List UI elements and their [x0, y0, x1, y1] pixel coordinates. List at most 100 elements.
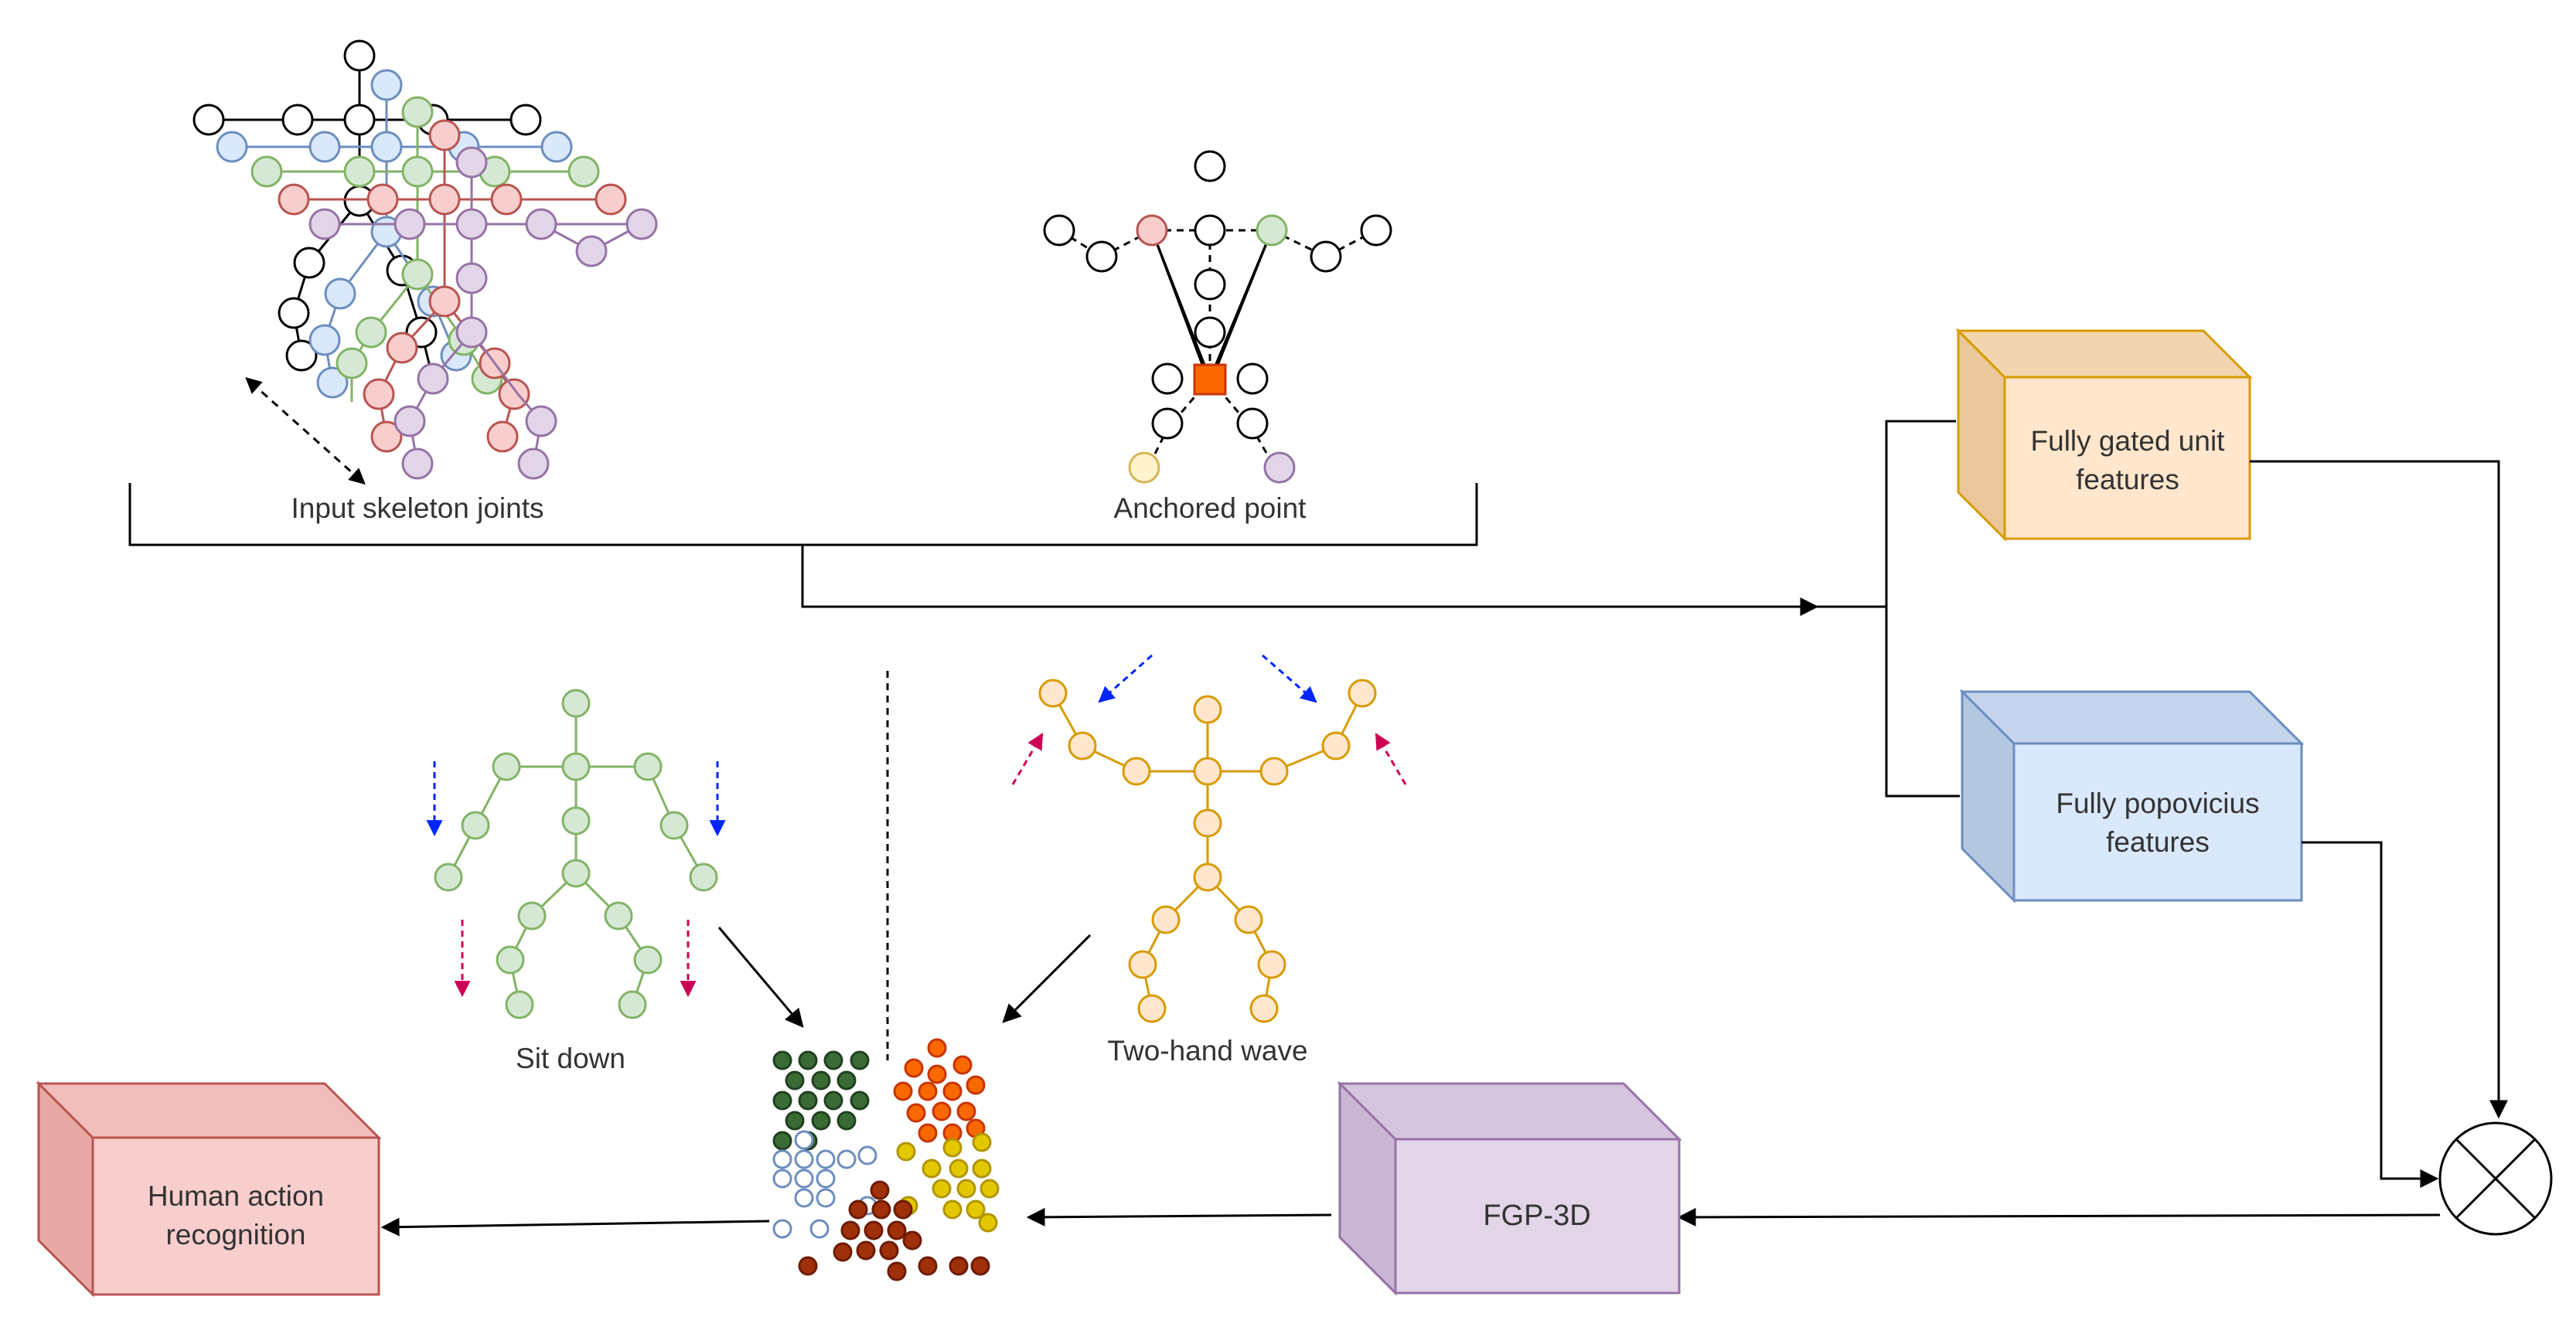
cluster-point [966, 1199, 986, 1220]
cluster-point [823, 1050, 843, 1070]
cluster-point [772, 1169, 792, 1189]
cluster-point [970, 1256, 990, 1276]
multiply-operator-icon [2438, 1121, 2553, 1236]
cluster-point [887, 1261, 907, 1281]
purple-skeleton [308, 146, 658, 480]
cluster-point [942, 1081, 963, 1101]
cluster-point [902, 1230, 922, 1250]
cluster-point [906, 1103, 926, 1123]
cluster-point [772, 1149, 792, 1169]
cluster-point [904, 1058, 924, 1078]
cluster-point [952, 1055, 973, 1075]
cluster-point [837, 1149, 857, 1169]
multiply-to-fgp-arrow [1677, 1207, 2441, 1227]
cluster-point [772, 1131, 792, 1151]
cluster-point [932, 1179, 952, 1199]
feature-branch-lines [1817, 420, 1960, 798]
cluster-point [816, 1188, 836, 1208]
cluster-point [927, 1038, 947, 1058]
cluster-point [918, 1081, 938, 1101]
cluster-point [949, 1256, 969, 1276]
clusters-to-har-arrow [380, 1217, 770, 1237]
cluster-point [798, 1256, 818, 1276]
sit-down-motion-arrows [426, 761, 726, 998]
popovicius-label-line2: features [2106, 826, 2210, 858]
two-hand-wave-motion-arrows [1011, 654, 1407, 785]
anchored-point-label: Anchored point [1114, 492, 1307, 524]
cluster-point [848, 1199, 868, 1220]
double-headed-dashed-arrow [245, 377, 366, 485]
input-bracket [128, 483, 1819, 616]
cluster-point [798, 1091, 818, 1111]
cluster-point [840, 1220, 860, 1240]
har-label-line2: recognition [165, 1219, 305, 1250]
cluster-point [932, 1101, 952, 1121]
cluster-point [949, 1159, 969, 1179]
cluster-orange [893, 1038, 986, 1143]
cluster-point [896, 1142, 916, 1162]
action-clusters [772, 1038, 1000, 1281]
cluster-point [833, 1242, 853, 1262]
cluster-point [856, 1240, 876, 1261]
cluster-point [864, 1220, 884, 1240]
cluster-point [772, 1219, 792, 1239]
cluster-point [972, 1132, 992, 1152]
cluster-point [870, 1180, 890, 1200]
cluster-point [823, 1091, 843, 1111]
cluster-point [785, 1111, 805, 1131]
two-hand-wave-skeleton [1038, 679, 1377, 1023]
popovicius-label-line1: Fully popovicius [2056, 788, 2259, 819]
red-skeleton [278, 119, 627, 453]
cluster-point [837, 1111, 857, 1131]
cluster-point [837, 1070, 857, 1091]
cluster-point [978, 1213, 998, 1233]
black-skeleton [193, 39, 542, 379]
cluster-point [816, 1169, 836, 1189]
anchored-point-skeleton [1043, 150, 1392, 484]
cluster-point [871, 1199, 891, 1220]
fgp-3d-box [1337, 1080, 1682, 1296]
cluster-yellow [896, 1132, 1000, 1233]
anchor-square [1193, 363, 1227, 396]
cluster-point [794, 1130, 814, 1150]
cluster-brown [798, 1180, 990, 1281]
cluster-point [893, 1199, 913, 1220]
human-action-recognition-box [36, 1080, 382, 1298]
cluster-point [972, 1159, 992, 1179]
sit-down-skeleton [434, 689, 718, 1019]
cluster-point [850, 1091, 870, 1111]
cluster-point [942, 1138, 963, 1158]
cluster-point [809, 1219, 830, 1239]
sit-down-to-clusters-arrow [717, 927, 804, 1028]
fgp-to-clusters-arrow [1026, 1207, 1332, 1227]
two-hand-wave-label: Two-hand wave [1107, 1035, 1307, 1067]
cluster-point [798, 1050, 818, 1070]
gated-unit-label-line2: features [2076, 464, 2179, 495]
cluster-point [816, 1149, 836, 1169]
gated-unit-label-line1: Fully gated unit [2031, 425, 2226, 457]
cluster-point [850, 1050, 870, 1070]
cluster-point [918, 1256, 938, 1276]
cluster-point [922, 1159, 942, 1179]
cluster-point [772, 1050, 792, 1070]
cluster-point [785, 1070, 805, 1091]
cluster-point [811, 1070, 831, 1091]
cluster-point [857, 1145, 877, 1165]
cluster-point [980, 1179, 1000, 1199]
cluster-point [893, 1081, 913, 1101]
wave-to-clusters-arrow [1002, 934, 1092, 1023]
cluster-point [956, 1179, 976, 1199]
fgp-3d-label: FGP-3D [1483, 1199, 1590, 1232]
gated-unit-features-box [1955, 328, 2253, 542]
sit-down-label: Sit down [516, 1043, 625, 1074]
feature-to-multiply-lines [2250, 460, 2508, 1188]
cluster-point [794, 1188, 814, 1208]
cluster-point [811, 1111, 831, 1131]
cluster-point [942, 1199, 963, 1220]
input-skeleton-label: Input skeleton joints [291, 492, 543, 524]
cluster-point [794, 1169, 814, 1189]
cluster-point [966, 1075, 986, 1095]
cluster-point [879, 1240, 899, 1261]
cluster-point [887, 1220, 907, 1240]
